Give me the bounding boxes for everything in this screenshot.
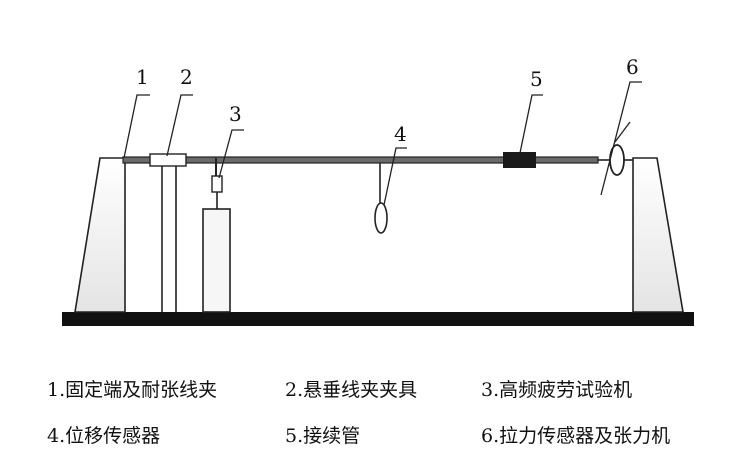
leader-6-tick	[614, 121, 631, 143]
legend-item-1: 1.固定端及耐张线夹	[47, 379, 218, 401]
test-rig-diagram: 1 2 3 4 5 6	[62, 55, 694, 326]
callout-1: 1	[136, 65, 149, 89]
leader-6	[600, 81, 642, 196]
callout-4: 4	[394, 122, 407, 146]
legend-item-4: 4.位移传感器	[47, 425, 161, 447]
legend-item-2: 2.悬垂线夹夹具	[285, 379, 418, 401]
joint-connector	[503, 152, 536, 168]
left-pillar	[74, 157, 126, 313]
callout-6: 6	[626, 55, 639, 79]
displacement-sensor	[374, 202, 388, 234]
callout-3: 3	[229, 102, 242, 126]
suspension-clamp	[149, 153, 187, 167]
legend-item-5: 5.接续管	[285, 425, 361, 447]
right-pillar	[632, 157, 684, 313]
callout-2: 2	[180, 65, 193, 89]
callout-5: 5	[530, 67, 543, 91]
legend-item-6: 6.拉力传感器及张力机	[481, 425, 671, 447]
base-slab	[62, 312, 694, 326]
exciter-head	[211, 175, 223, 193]
leader-1	[123, 94, 150, 159]
leader-3	[218, 129, 244, 179]
legend-item-3: 3.高频疲劳试验机	[481, 379, 633, 401]
leader-2	[166, 94, 193, 157]
leader-4	[383, 147, 407, 206]
fatigue-tester-body	[202, 208, 231, 313]
leader-5	[519, 94, 543, 154]
